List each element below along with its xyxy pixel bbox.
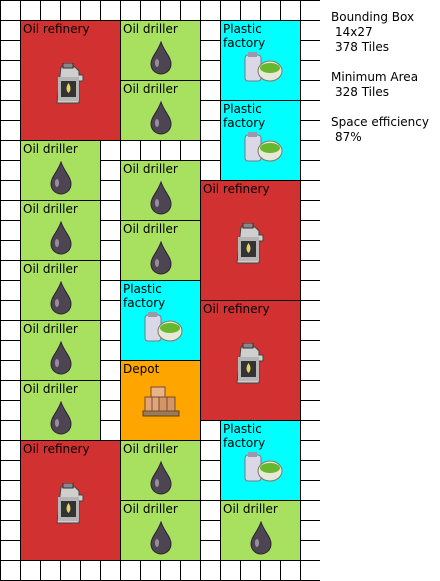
building-oil-driller[interactable]: Oil driller [120, 20, 201, 81]
oil-drop-icon [50, 281, 72, 315]
bounding-box-dims: 14x27 [335, 25, 373, 39]
crates-icon [142, 386, 180, 417]
building-label: Oil refinery [23, 22, 90, 36]
building-oil-driller[interactable]: Oil driller [120, 500, 201, 561]
building-label: Oil driller [123, 442, 178, 456]
oil-drop-icon [50, 401, 72, 435]
oil-drop-icon [250, 521, 272, 555]
plastic-goods-icon [244, 452, 283, 482]
building-label: Oil driller [123, 82, 178, 96]
oil-drop-icon [50, 341, 72, 375]
oil-drop-icon [150, 101, 172, 135]
building-label: Oil refinery [203, 182, 270, 196]
building-plastic-factory[interactable]: Plastic factory [220, 100, 301, 181]
building-label: Oil driller [223, 502, 278, 516]
building-oil-driller[interactable]: Oil driller [120, 220, 201, 281]
oil-drop-icon [150, 241, 172, 275]
building-label: Oil driller [123, 162, 178, 176]
building-oil-refinery[interactable]: Oil refinery [20, 20, 121, 141]
building-label: Plastic factory [223, 22, 266, 50]
building-oil-driller[interactable]: Oil driller [120, 80, 201, 141]
building-oil-refinery[interactable]: Oil refinery [200, 180, 301, 301]
minimum-area-label: Minimum Area [331, 70, 419, 84]
plastic-goods-icon [244, 52, 283, 82]
space-efficiency-label: Space efficiency [331, 115, 429, 129]
oil-can-icon [236, 223, 264, 264]
building-oil-driller[interactable]: Oil driller [220, 500, 301, 561]
building-label: Oil driller [123, 502, 178, 516]
building-label: Oil refinery [23, 442, 90, 456]
bounding-box-label: Bounding Box [331, 10, 415, 24]
building-plastic-factory[interactable]: Plastic factory [220, 20, 301, 101]
building-label: Oil driller [23, 202, 78, 216]
building-plastic-factory[interactable]: Plastic factory [120, 280, 201, 361]
bounding-box-tiles: 378 Tiles [335, 40, 389, 54]
building-oil-refinery[interactable]: Oil refinery [20, 440, 121, 561]
building-oil-driller[interactable]: Oil driller [20, 260, 101, 321]
oil-drop-icon [150, 181, 172, 215]
building-label: Oil refinery [203, 302, 270, 316]
plastic-goods-icon [144, 312, 183, 342]
building-label: Oil driller [123, 222, 178, 236]
building-label: Plastic factory [223, 102, 266, 130]
oil-drop-icon [50, 161, 72, 195]
building-label: Oil driller [23, 322, 78, 336]
building-oil-driller[interactable]: Oil driller [120, 160, 201, 221]
building-depot[interactable]: Depot [120, 360, 201, 441]
tile-grid: Oil refinery Oil driller Oil driller Oil… [0, 0, 320, 581]
oil-drop-icon [50, 221, 72, 255]
oil-drop-icon [150, 41, 172, 75]
building-oil-driller[interactable]: Oil driller [120, 440, 201, 501]
building-oil-driller[interactable]: Oil driller [20, 320, 101, 381]
building-label: Oil driller [23, 142, 78, 156]
oil-can-icon [56, 483, 84, 524]
building-label: Depot [123, 362, 160, 376]
building-oil-driller[interactable]: Oil driller [20, 380, 101, 441]
building-oil-refinery[interactable]: Oil refinery [200, 300, 301, 421]
oil-drop-icon [150, 521, 172, 555]
oil-drop-icon [150, 461, 172, 495]
oil-can-icon [56, 63, 84, 104]
minimum-area-tiles: 328 Tiles [335, 85, 389, 99]
space-efficiency-value: 87% [335, 130, 362, 144]
building-oil-driller[interactable]: Oil driller [20, 200, 101, 261]
stats-panel: Bounding Box 14x27 378 Tiles Minimum Are… [331, 10, 429, 160]
oil-can-icon [236, 343, 264, 384]
building-label: Plastic factory [123, 282, 166, 310]
building-label: Oil driller [123, 22, 178, 36]
building-label: Oil driller [23, 262, 78, 276]
building-label: Plastic factory [223, 422, 266, 450]
plastic-goods-icon [244, 132, 283, 162]
building-label: Oil driller [23, 382, 78, 396]
building-plastic-factory[interactable]: Plastic factory [220, 420, 301, 501]
building-oil-driller[interactable]: Oil driller [20, 140, 101, 201]
